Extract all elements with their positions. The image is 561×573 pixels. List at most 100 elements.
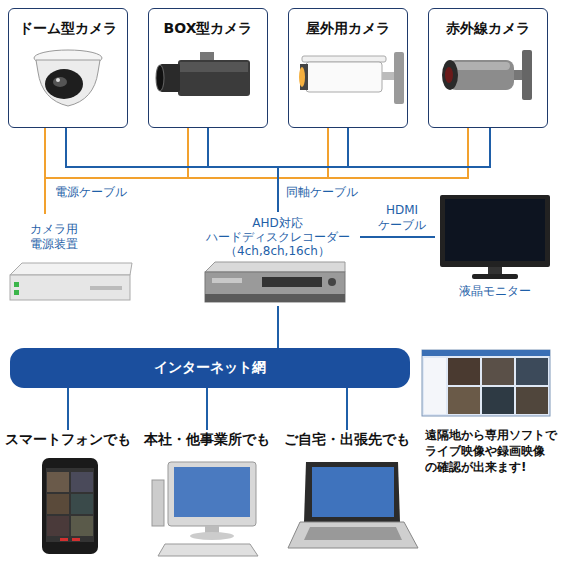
outdoor-camera-part xyxy=(299,67,305,87)
box-camera-part xyxy=(180,62,248,72)
infrared-camera-part xyxy=(445,67,453,83)
infrared-camera-part xyxy=(448,60,514,90)
cable-line xyxy=(66,128,278,212)
software-screenshot-part xyxy=(424,358,446,414)
camera-box: BOX型カメラ xyxy=(148,8,268,128)
software-screenshot-part xyxy=(448,358,480,385)
dome-camera-part xyxy=(53,77,67,87)
hard-disk-recorder-part xyxy=(205,272,345,302)
lcd-monitor-part xyxy=(440,195,550,267)
client-node: 本社・他事業所でも xyxy=(142,430,272,565)
software-screenshot-part xyxy=(422,350,550,416)
cable-line xyxy=(206,388,208,430)
dome-camera xyxy=(34,50,102,106)
smartphone-part xyxy=(46,468,94,542)
infrared-camera-part xyxy=(512,70,526,80)
smartphone-part xyxy=(47,494,69,514)
outdoor-camera-part xyxy=(302,56,386,62)
cable-line xyxy=(208,128,278,212)
lcd-monitor-part xyxy=(488,267,502,275)
box-camera xyxy=(156,52,250,96)
smartphone-part xyxy=(71,516,93,536)
dome-camera-part xyxy=(56,78,60,82)
smartphone-part xyxy=(47,516,69,536)
smartphone-part xyxy=(71,494,93,514)
edge-label: HDMI ケーブル xyxy=(370,203,434,233)
node-text: ドーム型カメラ xyxy=(9,20,127,38)
cable-label: 電源ケーブル xyxy=(55,185,145,200)
node-text: AHD対応 ハードディスクレコーダー （4ch,8ch,16ch） xyxy=(200,216,355,258)
desktop-pc xyxy=(152,462,258,556)
software-screenshot xyxy=(422,350,550,416)
cable-line xyxy=(67,388,69,430)
desktop-pc-part xyxy=(205,526,219,534)
laptop-pc-part xyxy=(312,467,394,517)
smartphone-part xyxy=(47,472,69,492)
node-text: カメラ用 電源装置 xyxy=(9,222,99,252)
cable-line xyxy=(277,306,279,348)
desktop-pc-part xyxy=(158,544,258,556)
desktop-pc-part xyxy=(174,467,250,517)
desktop-pc-part xyxy=(152,480,164,526)
dome-camera-part xyxy=(34,50,102,66)
smartphone-part xyxy=(72,538,80,541)
cable-label: 同軸ケーブル xyxy=(286,185,376,200)
smartphone-part xyxy=(71,472,93,492)
infrared-camera-part xyxy=(452,62,510,70)
cable-line xyxy=(45,128,468,214)
outdoor-camera-part xyxy=(300,64,308,90)
software-screenshot-part xyxy=(482,358,514,385)
node-text: インターネット網 xyxy=(154,359,266,377)
hard-disk-recorder-part xyxy=(205,294,345,302)
outdoor-camera-part xyxy=(306,62,382,92)
cable-line xyxy=(360,236,435,238)
cable-line xyxy=(346,388,348,430)
desktop-pc-part xyxy=(168,462,256,526)
box-camera-part xyxy=(200,52,214,60)
software-screenshot-part xyxy=(448,387,480,414)
hard-disk-recorder-part xyxy=(262,277,322,287)
infrared-camera-part xyxy=(442,60,458,90)
laptop-pc-part xyxy=(288,522,418,548)
power-supply-unit-part xyxy=(14,282,19,287)
infrared-camera xyxy=(442,50,532,100)
power-supply-unit-part xyxy=(10,263,132,275)
lcd-monitor xyxy=(440,195,550,279)
outdoor-camera-part xyxy=(394,52,404,104)
note-text: 遠隔地から専用ソフトで ライブ映像や録画映像 の確認が出来ます! xyxy=(425,427,561,475)
laptop-pc-part xyxy=(304,462,400,522)
smartphone-part xyxy=(60,538,68,541)
box-camera-part xyxy=(156,65,164,91)
node-text: スマートフォンでも xyxy=(5,430,131,448)
box-camera-part xyxy=(178,60,250,96)
laptop-pc xyxy=(288,462,418,548)
hard-disk-recorder-part xyxy=(205,262,345,272)
node-text: 赤外線カメラ xyxy=(429,20,547,38)
camera-box: ドーム型カメラ xyxy=(8,8,128,128)
power-supply-unit-part xyxy=(90,286,122,290)
node-text: BOX型カメラ xyxy=(149,20,267,38)
hard-disk-recorder-part xyxy=(328,278,336,286)
smartphone-part xyxy=(42,458,98,554)
laptop-pc-part xyxy=(304,527,402,540)
cable-line xyxy=(45,128,328,214)
hard-disk-recorder xyxy=(205,262,345,302)
recorder-node: AHD対応 ハードディスクレコーダー （4ch,8ch,16ch） xyxy=(195,212,360,306)
network-band: インターネット網 xyxy=(10,348,410,388)
dome-camera-part xyxy=(36,60,100,106)
software-screenshot-part xyxy=(422,350,550,356)
camera-box: 屋外用カメラ xyxy=(288,8,408,128)
desktop-pc-part xyxy=(190,532,234,540)
dome-camera-part xyxy=(45,69,83,99)
software-screenshot-part xyxy=(516,358,548,385)
power-supply-node: カメラ用 電源装置 xyxy=(5,214,135,306)
outdoor-camera-part xyxy=(382,72,398,80)
outdoor-camera xyxy=(299,52,404,104)
node-text: 液晶モニター xyxy=(435,283,555,300)
software-screenshot-part xyxy=(482,387,514,414)
monitor-node: 液晶モニター xyxy=(435,192,555,304)
smartphone xyxy=(42,458,98,554)
camera-box: 赤外線カメラ xyxy=(428,8,548,128)
infrared-camera-part xyxy=(522,50,532,100)
